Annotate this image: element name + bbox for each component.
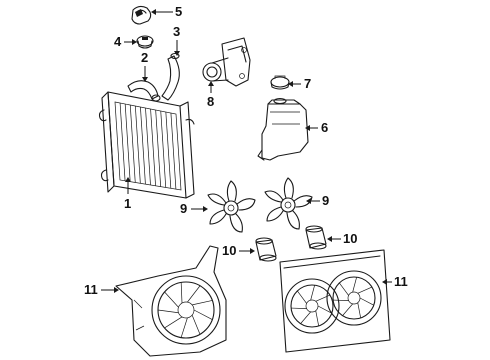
svg-text:10: 10 <box>222 243 236 258</box>
part-2-hose <box>127 80 161 102</box>
svg-text:11: 11 <box>84 282 98 297</box>
svg-text:2: 2 <box>141 50 148 65</box>
part-10-motor-right <box>305 225 327 250</box>
callout-8: 8 <box>207 81 214 109</box>
part-9-fan-right <box>264 177 313 230</box>
part-4-cap <box>136 35 154 49</box>
svg-text:7: 7 <box>304 76 311 91</box>
svg-text:9: 9 <box>322 193 329 208</box>
callout-11-left: 11 <box>84 282 119 297</box>
callout-10-left: 10 <box>222 243 255 258</box>
svg-text:1: 1 <box>124 196 131 211</box>
svg-text:9: 9 <box>180 201 187 216</box>
callout-5: 5 <box>151 4 182 19</box>
svg-text:10: 10 <box>343 231 357 246</box>
callout-1: 1 <box>124 177 131 211</box>
callout-10-right: 10 <box>327 231 357 246</box>
callout-9-right: 9 <box>306 193 329 208</box>
callout-11-right: 11 <box>382 274 408 289</box>
part-11-shroud-left <box>115 245 227 357</box>
radiator-core <box>119 102 177 190</box>
part-3-upper-hose <box>161 52 180 101</box>
shroud-left-spokes <box>157 282 213 338</box>
part-7-reservoir-cap <box>270 75 290 90</box>
part-8-water-outlet <box>202 37 251 87</box>
callout-2: 2 <box>141 50 148 82</box>
svg-text:8: 8 <box>207 94 214 109</box>
part-11-shroud-right <box>279 249 391 353</box>
callout-6: 6 <box>305 120 328 135</box>
svg-text:3: 3 <box>173 24 180 39</box>
shroud-right-spokes <box>291 277 374 326</box>
svg-text:11: 11 <box>394 274 408 289</box>
svg-text:5: 5 <box>175 4 182 19</box>
callout-4: 4 <box>114 34 137 49</box>
svg-text:6: 6 <box>321 120 328 135</box>
part-9-fan-left <box>207 180 256 233</box>
callout-7: 7 <box>288 76 311 91</box>
callout-9-left: 9 <box>180 201 208 216</box>
part-10-motor-left <box>255 237 277 262</box>
callout-3: 3 <box>173 24 180 56</box>
svg-text:4: 4 <box>114 34 122 49</box>
part-6-reservoir <box>257 97 309 161</box>
part-5-clamp <box>131 5 152 25</box>
part-1-radiator <box>98 91 195 199</box>
